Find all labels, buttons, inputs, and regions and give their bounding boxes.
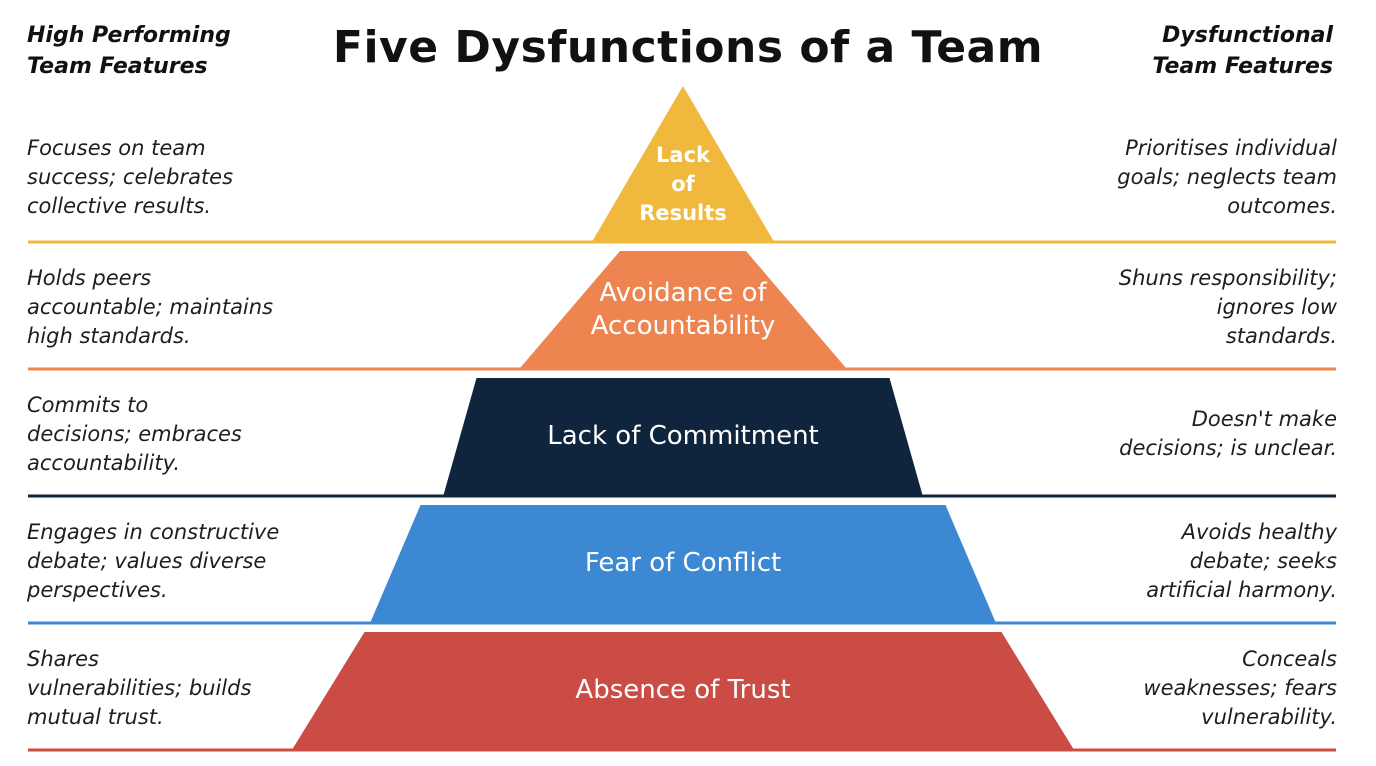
- pyramid-tier: [370, 505, 996, 622]
- right-header-line: Dysfunctional: [1162, 23, 1333, 48]
- high-performing-description: Engages in constructive debate; values di…: [27, 506, 357, 617]
- description-line: high standards.: [27, 323, 191, 348]
- description-line: Shuns responsibility;: [1118, 265, 1337, 290]
- tier-label-line: Accountability: [590, 310, 776, 341]
- tier-label-line: Lack: [656, 142, 710, 167]
- high-performing-description: Commits to decisions; embraces accountabil…: [27, 378, 357, 490]
- left-header-line: Team Features: [27, 54, 208, 79]
- description-line: collective results.: [27, 194, 212, 218]
- description-line: Commits to: [27, 392, 149, 417]
- right-column-header: Dysfunctional Team Features: [1152, 20, 1333, 82]
- tier-label: Lack of Commitment: [443, 378, 923, 495]
- description-line: goals; neglects team: [1117, 165, 1337, 189]
- description-line: ignores low: [1216, 294, 1337, 319]
- diagram-title: Five Dysfunctions of a Team: [332, 22, 1044, 73]
- left-header-line: High Performing: [27, 23, 231, 48]
- description-line: Focuses on team: [27, 136, 206, 160]
- pyramid-tier: [443, 378, 923, 495]
- dysfunctional-description: Prioritises individual goals; neglects te…: [1007, 120, 1337, 235]
- description-line: perspectives.: [27, 578, 168, 602]
- tier-label: Absence of Trust: [443, 632, 923, 749]
- description-line: artificial harmony.: [1146, 578, 1337, 602]
- tier-label: Fear of Conflict: [443, 505, 923, 622]
- description-line: debate; seeks: [1189, 549, 1337, 573]
- tier-label-line: Results: [639, 200, 727, 225]
- tier-label-line: Absence of Trust: [575, 675, 791, 705]
- description-line: accountability.: [27, 450, 181, 475]
- description-line: outcomes.: [1227, 194, 1337, 218]
- high-performing-description: Focuses on team success; celebrates collec…: [27, 120, 357, 235]
- description-line: debate; values diverse: [27, 549, 267, 573]
- pyramid-tier: [520, 251, 846, 368]
- description-line: success; celebrates: [27, 165, 234, 189]
- description-line: weaknesses; fears: [1143, 675, 1337, 700]
- description-line: decisions; is unclear.: [1119, 436, 1337, 460]
- tier-label-line: of: [671, 171, 695, 196]
- description-line: Conceals: [1242, 646, 1337, 671]
- tier-label-line: Lack of Commitment: [547, 421, 819, 451]
- high-performing-description: Shares vulnerabilities; builds mutual trus…: [27, 632, 357, 744]
- description-line: vulnerability.: [1201, 704, 1337, 729]
- dysfunctional-description: Conceals weaknesses; fears vulnerability.: [1007, 632, 1337, 744]
- description-line: Avoids healthy: [1181, 520, 1337, 544]
- description-line: vulnerabilities; builds: [27, 675, 252, 700]
- pyramid-tier: [592, 86, 774, 241]
- description-line: accountable; maintains: [27, 294, 274, 319]
- description-line: Holds peers: [27, 265, 152, 290]
- description-line: mutual trust.: [27, 704, 164, 729]
- dysfunctional-description: Avoids healthy debate; seeks artificial ha…: [1007, 506, 1337, 617]
- dysfunctional-description: Shuns responsibility; ignores low standard…: [1007, 252, 1337, 362]
- description-line: Prioritises individual: [1125, 136, 1337, 160]
- left-column-header: High Performing Team Features: [27, 20, 231, 82]
- right-header-line: Team Features: [1152, 54, 1333, 79]
- description-line: Engages in constructive: [27, 520, 280, 544]
- dysfunctional-description: Doesn't make decisions; is unclear.: [1007, 378, 1337, 490]
- description-line: decisions; embraces: [27, 421, 242, 446]
- tier-label-line: Avoidance of: [599, 277, 767, 308]
- high-performing-description: Holds peers accountable; maintains high st…: [27, 252, 357, 362]
- pyramid-tier: [292, 632, 1074, 749]
- tier-label-line: Fear of Conflict: [584, 548, 782, 578]
- description-line: standards.: [1225, 323, 1337, 348]
- description-line: Doesn't make: [1191, 407, 1337, 431]
- description-line: Shares: [27, 646, 100, 671]
